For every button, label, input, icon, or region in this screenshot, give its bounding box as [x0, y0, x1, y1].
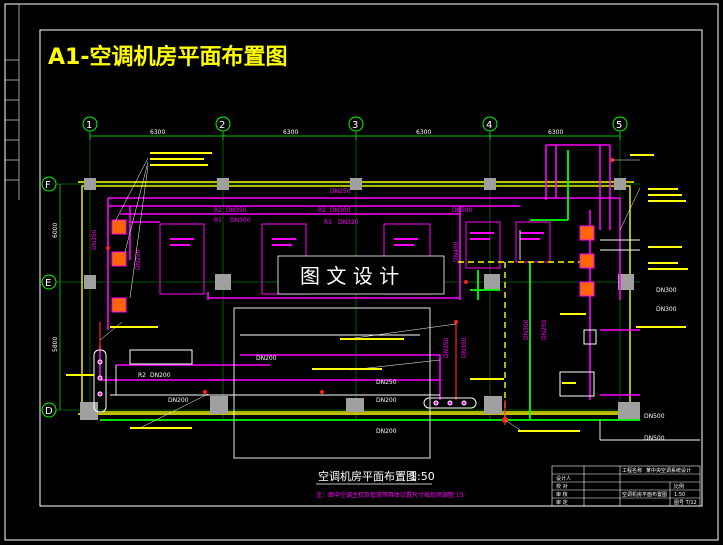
white-pipes: [110, 230, 700, 459]
row-span-label: 5800: [52, 337, 59, 352]
yellow-dashed-pipes: [458, 261, 596, 420]
sheet-scale: 1:50: [410, 470, 435, 483]
main-title: A1-空调机房平面布置图: [48, 44, 287, 70]
tb-cell: 审 核: [556, 491, 568, 498]
pipe-label: DN300: [656, 306, 677, 313]
column-axis-5: 5: [612, 116, 628, 132]
row-axis-E: E: [41, 274, 57, 290]
tank-right: [129, 329, 597, 397]
magenta-pipes: [99, 144, 640, 421]
outer-frame: [4, 3, 719, 541]
tb-cell: 校 对: [556, 483, 568, 490]
tb-cell: 空调机房平面布置图: [622, 491, 667, 498]
tb-cell: 图号 T/12: [674, 500, 697, 506]
pipe-label: R2: [318, 207, 326, 214]
pump-stack-left: [111, 219, 127, 313]
axis-label: 5: [616, 120, 622, 131]
row-span-label: 6000: [52, 223, 59, 238]
axis-label: F: [45, 180, 51, 191]
pipe-label: DN500: [644, 413, 665, 420]
binding-strip: [5, 4, 20, 200]
column-axis-4: 4: [482, 116, 498, 132]
column-axis-1: 1: [82, 116, 98, 132]
pipe-label: DN350: [91, 229, 98, 250]
pipe-label: DN200: [256, 355, 277, 362]
column-axis-2: 2: [215, 116, 231, 132]
pipe-label: DN250: [135, 249, 142, 270]
tb-cell: 1:50: [674, 492, 685, 498]
inner-frame: [39, 29, 703, 507]
pipe-label: R1: [324, 219, 332, 226]
span-label: 6300: [416, 129, 431, 136]
row-axis-F: F: [41, 176, 57, 192]
annotation-notes: [66, 152, 688, 432]
pipe-label: DN200: [376, 428, 397, 435]
annotation-leaders: [99, 157, 641, 431]
pipe-labels: DN250 R2 DN350 R1 DN300 R2 DN300 R1 DN32…: [91, 188, 548, 358]
pipe-label: DN200: [376, 397, 397, 404]
collector-bottom: [423, 397, 477, 409]
pipe-label: DN300: [230, 217, 251, 224]
pipe-label: DN250: [541, 319, 548, 340]
collector-left: [93, 349, 107, 413]
axis-label: 2: [219, 120, 225, 131]
tb-cell: 比例: [674, 483, 684, 490]
pipe-label: DN350: [443, 337, 450, 358]
pipe-label: DN300: [656, 287, 677, 294]
column-axis-3: 3: [348, 116, 364, 132]
span-label: 6300: [150, 129, 165, 136]
axis-label: 4: [486, 120, 492, 131]
axis-label: D: [45, 406, 53, 417]
axis-label: E: [45, 278, 51, 289]
chiller-unit-notes: [170, 232, 544, 246]
tb-cell: 设计人: [556, 475, 571, 482]
pipe-label: DN350: [461, 337, 468, 358]
pipe-label: R2: [138, 372, 146, 379]
structural-columns: [80, 178, 640, 420]
title-block: [551, 465, 701, 507]
pipe-labels-white: R2 DN200 DN200 DN200 DN250 DN200 DN200 D…: [138, 287, 677, 442]
span-label: 6300: [283, 129, 298, 136]
pipe-label: DN300: [523, 319, 530, 340]
span-label: 6300: [548, 129, 563, 136]
pipe-label: DN500: [452, 207, 473, 214]
pipe-label: R2: [214, 207, 222, 214]
pipe-label: DN500: [644, 435, 665, 442]
watermark-box: [277, 255, 445, 295]
pipe-label: DN450: [453, 241, 460, 262]
axis-label: 1: [86, 120, 92, 131]
axis-label: 3: [352, 120, 358, 131]
pipe-label: DN200: [150, 372, 171, 379]
tb-cell: 审 定: [556, 499, 568, 506]
pipe-label: DN320: [338, 219, 359, 226]
pump-stack-right: [579, 225, 595, 297]
pipe-label: DN350: [226, 207, 247, 214]
pipe-label: DN250: [376, 379, 397, 386]
pipe-label: R1: [214, 217, 222, 224]
pipe-label: DN200: [168, 397, 189, 404]
pipe-label: DN300: [330, 207, 351, 214]
tb-cell: 工程名称: [622, 467, 642, 474]
watermark-text: 图 文 设 计: [300, 264, 399, 288]
green-pipes: [100, 150, 640, 421]
valves: [106, 158, 614, 423]
sheet-caption: 空调机房平面布置图: [318, 469, 417, 483]
title-block-text: 工程名称 某中央空调系统设计 设计人 校 对 比例 审 核 空调机房平面布置图 …: [556, 467, 697, 506]
dimension-line-top: [89, 132, 621, 140]
tb-cell: 某中央空调系统设计: [646, 467, 691, 474]
drawing-note: 注：图中空调主机及管道等具体位置尺寸按现场调整·15·: [316, 491, 466, 499]
row-axis-D: D: [41, 402, 57, 418]
pipe-label: DN250: [330, 188, 351, 195]
